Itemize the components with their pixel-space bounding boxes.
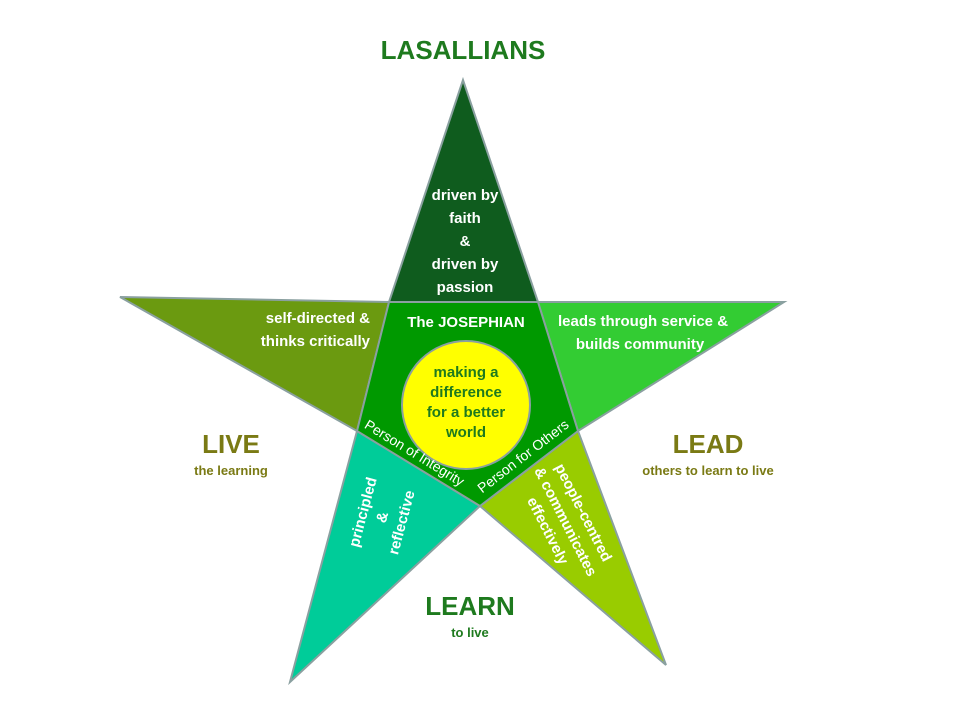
core-line: world (445, 424, 486, 441)
left-point-line: self-directed & (266, 310, 370, 327)
right-point-line: builds community (576, 336, 705, 353)
top-point-line: driven by (432, 256, 499, 273)
core-circle (401, 340, 531, 470)
lead-subtitle: others to learn to live (642, 463, 773, 478)
right-point-line: leads through service & (558, 313, 728, 330)
learn-label: LEARN (425, 591, 515, 621)
top-point-line: faith (449, 210, 481, 227)
top-point-line: driven by (432, 187, 499, 204)
lead-label: LEAD (673, 429, 744, 459)
core-line: for a better (427, 404, 506, 421)
live-label: LIVE (202, 429, 260, 459)
left-point-line: thinks critically (261, 333, 371, 350)
core-line: difference (430, 384, 502, 401)
bottom-left-point-line: & (373, 510, 392, 525)
pentagon-header: The JOSEPHIAN (407, 314, 525, 331)
diagram-title: LASALLIANS (381, 35, 546, 65)
top-point-line: & (460, 233, 471, 250)
learn-subtitle: to live (451, 625, 489, 640)
core-line: making a (433, 364, 499, 381)
live-subtitle: the learning (194, 463, 268, 478)
top-point-line: passion (437, 279, 494, 296)
